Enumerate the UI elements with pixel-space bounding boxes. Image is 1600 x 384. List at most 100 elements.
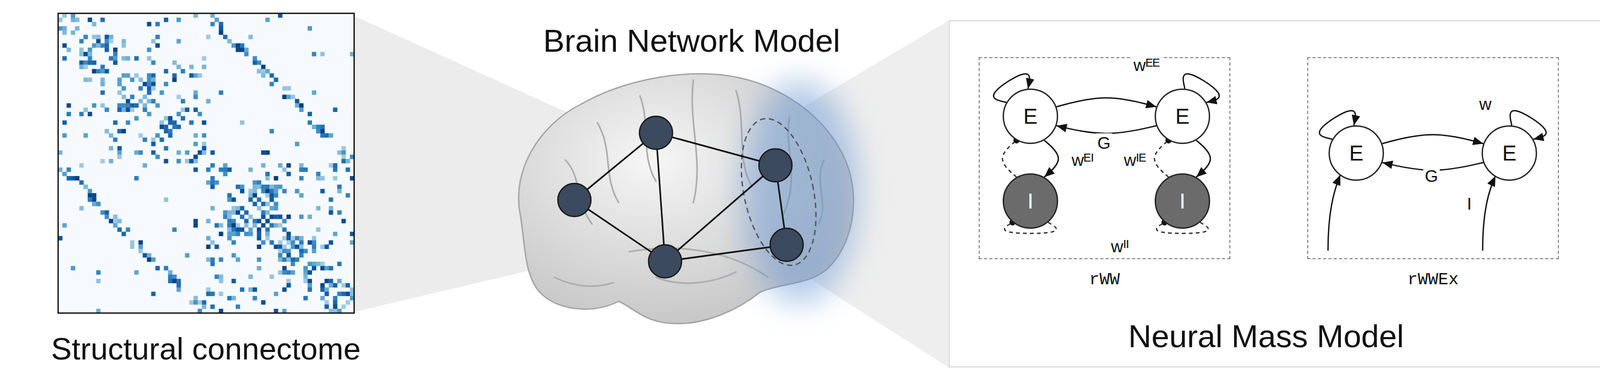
population-label: E: [1349, 140, 1364, 166]
matrix-cell: [180, 116, 186, 121]
matrix-cell: [113, 214, 118, 219]
matrix-cell: [125, 99, 131, 104]
matrix-cell: [150, 257, 156, 262]
matrix-cell: [210, 257, 215, 262]
matrix-cell: [240, 205, 245, 211]
matrix-cell: [299, 214, 304, 219]
matrix-cell: [100, 64, 105, 69]
matrix-cell: [206, 218, 211, 223]
matrix-cell: [244, 47, 249, 52]
matrix-cell: [176, 150, 181, 155]
matrix-cell: [252, 60, 258, 65]
matrix-cell: [117, 81, 122, 86]
matrix-cell: [282, 167, 287, 172]
matrix-cell: [235, 257, 240, 262]
matrix-cell: [176, 278, 181, 284]
matrix-cell: [282, 85, 287, 91]
matrix-cell: [163, 158, 168, 164]
matrix-cell: [138, 150, 143, 155]
matrix-cell: [240, 47, 245, 52]
matrix-cell: [83, 34, 88, 39]
matrix-cell: [320, 188, 325, 194]
matrix-cell: [324, 291, 330, 296]
matrix-cell: [206, 99, 211, 104]
matrix-cell: [248, 197, 253, 202]
matrix-cell: [341, 291, 346, 296]
matrix-cell: [210, 304, 215, 309]
matrix-cell: [248, 227, 253, 232]
inhibitory-connector: [1002, 140, 1017, 178]
matrix-cell: [193, 141, 198, 147]
matrix-cell: [202, 133, 207, 138]
matrix-cell: [147, 81, 152, 86]
matrix-cell: [265, 201, 270, 206]
matrix-cell: [257, 266, 262, 271]
matrix-cell: [303, 274, 308, 279]
matrix-cell: [147, 77, 152, 82]
matrix-cell: [235, 231, 240, 236]
matrix-cell: [277, 184, 283, 189]
matrix-cell: [91, 60, 96, 65]
matrix-cell: [202, 56, 207, 61]
matrix-cell: [155, 154, 160, 159]
matrix-cell: [91, 43, 96, 48]
matrix-cell: [328, 240, 333, 245]
matrix-cell: [168, 129, 173, 134]
matrix-cell: [108, 56, 114, 61]
matrix-cell: [180, 99, 186, 104]
matrix-cell: [265, 193, 270, 198]
matrix-cell: [269, 214, 274, 219]
matrix-cell: [79, 112, 84, 117]
matrix-cell: [108, 34, 114, 39]
matrix-cell: [345, 193, 350, 198]
matrix-cell: [176, 64, 181, 69]
matrix-cell: [202, 150, 207, 155]
matrix-cell: [341, 154, 346, 159]
section-heading: Brain Network Model: [543, 21, 841, 61]
matrix-cell: [66, 47, 71, 52]
matrix-cell: [303, 266, 308, 271]
matrix-cell: [227, 227, 232, 232]
matrix-cell: [227, 235, 232, 240]
matrix-cell: [218, 278, 223, 284]
matrix-cell: [290, 240, 295, 245]
matrix-cell: [273, 193, 278, 198]
matrix-cell: [265, 218, 270, 223]
matrix-cell: [218, 222, 223, 228]
matrix-cell: [282, 94, 287, 100]
matrix-cell: [168, 274, 173, 279]
matrix-cell: [273, 176, 278, 181]
matrix-cell: [328, 210, 333, 215]
matrix-cell: [155, 34, 160, 39]
matrix-cell: [176, 17, 181, 22]
matrix-cell: [96, 270, 101, 275]
matrix-cell: [290, 235, 295, 240]
matrix-cell: [277, 240, 283, 245]
matrix-cell: [324, 278, 330, 284]
matrix-cell: [316, 227, 321, 232]
matrix-cell: [163, 116, 168, 121]
matrix-cell: [248, 167, 253, 172]
matrix-cell: [273, 201, 278, 206]
matrix-cell: [337, 291, 342, 296]
matrix-cell: [261, 184, 266, 189]
matrix-cell: [104, 129, 109, 134]
matrix-cell: [96, 201, 101, 206]
matrix-cell: [328, 163, 333, 168]
matrix-cell: [320, 244, 325, 250]
matrix-cell: [159, 90, 164, 95]
matrix-cell: [100, 68, 105, 74]
matrix-cell: [117, 129, 122, 134]
matrix-cell: [197, 150, 203, 155]
matrix-cell: [222, 163, 228, 168]
sulcus: [692, 80, 698, 203]
edge-label: G: [1096, 133, 1113, 153]
matrix-cell: [96, 68, 101, 74]
matrix-cell: [180, 107, 186, 112]
matrix-cell: [117, 77, 122, 82]
matrix-cell: [117, 103, 122, 108]
matrix-cell: [163, 197, 168, 202]
matrix-cell: [210, 150, 215, 155]
matrix-cell: [142, 137, 148, 142]
